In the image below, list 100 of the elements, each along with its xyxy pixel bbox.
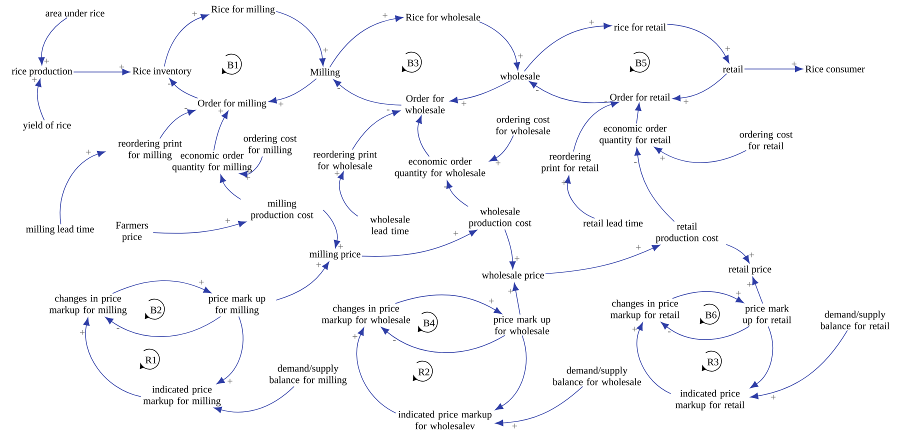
variable-label: Rice for wholesale (406, 13, 480, 21)
arrow (213, 110, 228, 151)
polarity-sign: - (604, 101, 608, 102)
polarity-sign: + (770, 394, 776, 400)
polarity-sign: + (228, 378, 232, 384)
polarity-sign: + (278, 102, 284, 106)
arrow (564, 176, 595, 219)
variable-label: changes in price markup for wholesale (322, 304, 410, 326)
variable-label: Rice consumer (805, 66, 865, 72)
arrow (83, 318, 142, 397)
variable-label: wholesale lead time (370, 216, 410, 234)
variable-label: demand/supply balance for milling (269, 364, 347, 386)
polarity-sign: + (489, 298, 494, 304)
variable-label: milling price (310, 250, 360, 260)
polarity-sign: + (636, 244, 641, 250)
arrow (573, 101, 619, 152)
arrow (338, 171, 358, 217)
polarity-sign: + (334, 170, 340, 176)
variable-label: price mark up for retail (742, 304, 792, 326)
arrow (495, 386, 584, 426)
polarity-sign: + (632, 326, 638, 332)
arrow (329, 15, 404, 68)
polarity-sign: + (462, 101, 466, 106)
polarity-sign: + (736, 290, 741, 296)
variable-label: retail (722, 65, 744, 72)
polarity-sign: + (725, 46, 730, 51)
variable-label: wholesale (500, 72, 540, 80)
arrow (214, 386, 294, 413)
polarity-sign: + (245, 175, 250, 180)
loop-label: B1 (227, 62, 238, 68)
variable-label: retail price (728, 265, 772, 275)
variable-label: ordering cost for retail (740, 130, 793, 150)
variable-label: rice for retail (614, 23, 666, 31)
variable-label: wholesale production cost (468, 208, 532, 228)
variable-label: indicated price markup for retail (676, 390, 744, 410)
polarity-sign: + (218, 108, 224, 114)
arrow (495, 335, 527, 410)
polarity-sign: + (684, 99, 688, 104)
variable-label: milling production cost (250, 200, 314, 220)
variable-label: changes in price markup for retail (610, 300, 680, 320)
polarity-sign: + (80, 330, 85, 335)
variable-label: reordering print for wholesale (313, 150, 377, 170)
arrow (276, 11, 326, 66)
variable-label: Rice for milling (211, 5, 275, 15)
arrow (416, 115, 430, 157)
polarity-sign: - (184, 108, 188, 109)
arrow (216, 316, 244, 384)
variable-label: Milling (310, 68, 340, 78)
variable-label: Order for retail (610, 93, 670, 101)
variable-label: economic order quantity for wholesale (394, 158, 486, 178)
arrow (356, 327, 396, 414)
loop-label: R2 (418, 368, 430, 376)
arrow (239, 156, 263, 178)
arrow (152, 220, 246, 234)
variable-label: Order for wholesale (405, 94, 445, 114)
variable-label: rice production (12, 67, 72, 77)
polarity-sign: + (382, 12, 388, 18)
variable-label: wholesale price (482, 271, 544, 281)
loop-label: R1 (145, 356, 156, 364)
arrow (634, 148, 675, 222)
variable-label: price mark up for milling (208, 294, 266, 316)
arrow (160, 109, 196, 139)
arrow (352, 110, 400, 150)
arrow (750, 326, 774, 388)
polarity-sign: + (119, 64, 124, 70)
polarity-sign: + (562, 180, 566, 185)
polarity-sign: + (747, 282, 752, 287)
arrow (666, 24, 730, 64)
arrow (636, 322, 672, 394)
polarity-sign: + (338, 244, 343, 249)
variable-label: price mark up for wholesale (494, 316, 550, 334)
polarity-sign: - (634, 162, 637, 163)
variable-label: indicated price markup for wholesalev (398, 410, 492, 430)
arrow (381, 327, 506, 353)
polarity-sign: + (514, 256, 520, 261)
polarity-sign: - (444, 186, 447, 188)
polarity-sign: + (44, 58, 49, 64)
arrow (164, 14, 209, 67)
polarity-sign: - (338, 88, 340, 89)
arrow (752, 276, 764, 304)
variable-label: demand/supply balance for retail (820, 310, 890, 330)
loop-label: B3 (407, 60, 418, 66)
variable-label: Farmers price (116, 222, 148, 242)
arrow (750, 330, 848, 400)
arrow (479, 21, 520, 70)
arrow (672, 291, 744, 304)
arrow (268, 78, 317, 104)
arrow (169, 78, 198, 99)
arrow (446, 180, 468, 207)
arrow (635, 102, 642, 124)
arrow (654, 146, 747, 164)
arrow (504, 229, 516, 270)
polarity-sign: + (199, 280, 204, 285)
variable-label: ordering cost for milling (244, 134, 297, 156)
arrow (450, 80, 511, 104)
variable-label: retail lead time (583, 219, 643, 226)
polarity-sign: + (749, 252, 754, 258)
polarity-sign: + (323, 48, 328, 52)
arrow (38, 17, 68, 66)
variable-label: changes in price markup for milling (49, 294, 127, 316)
